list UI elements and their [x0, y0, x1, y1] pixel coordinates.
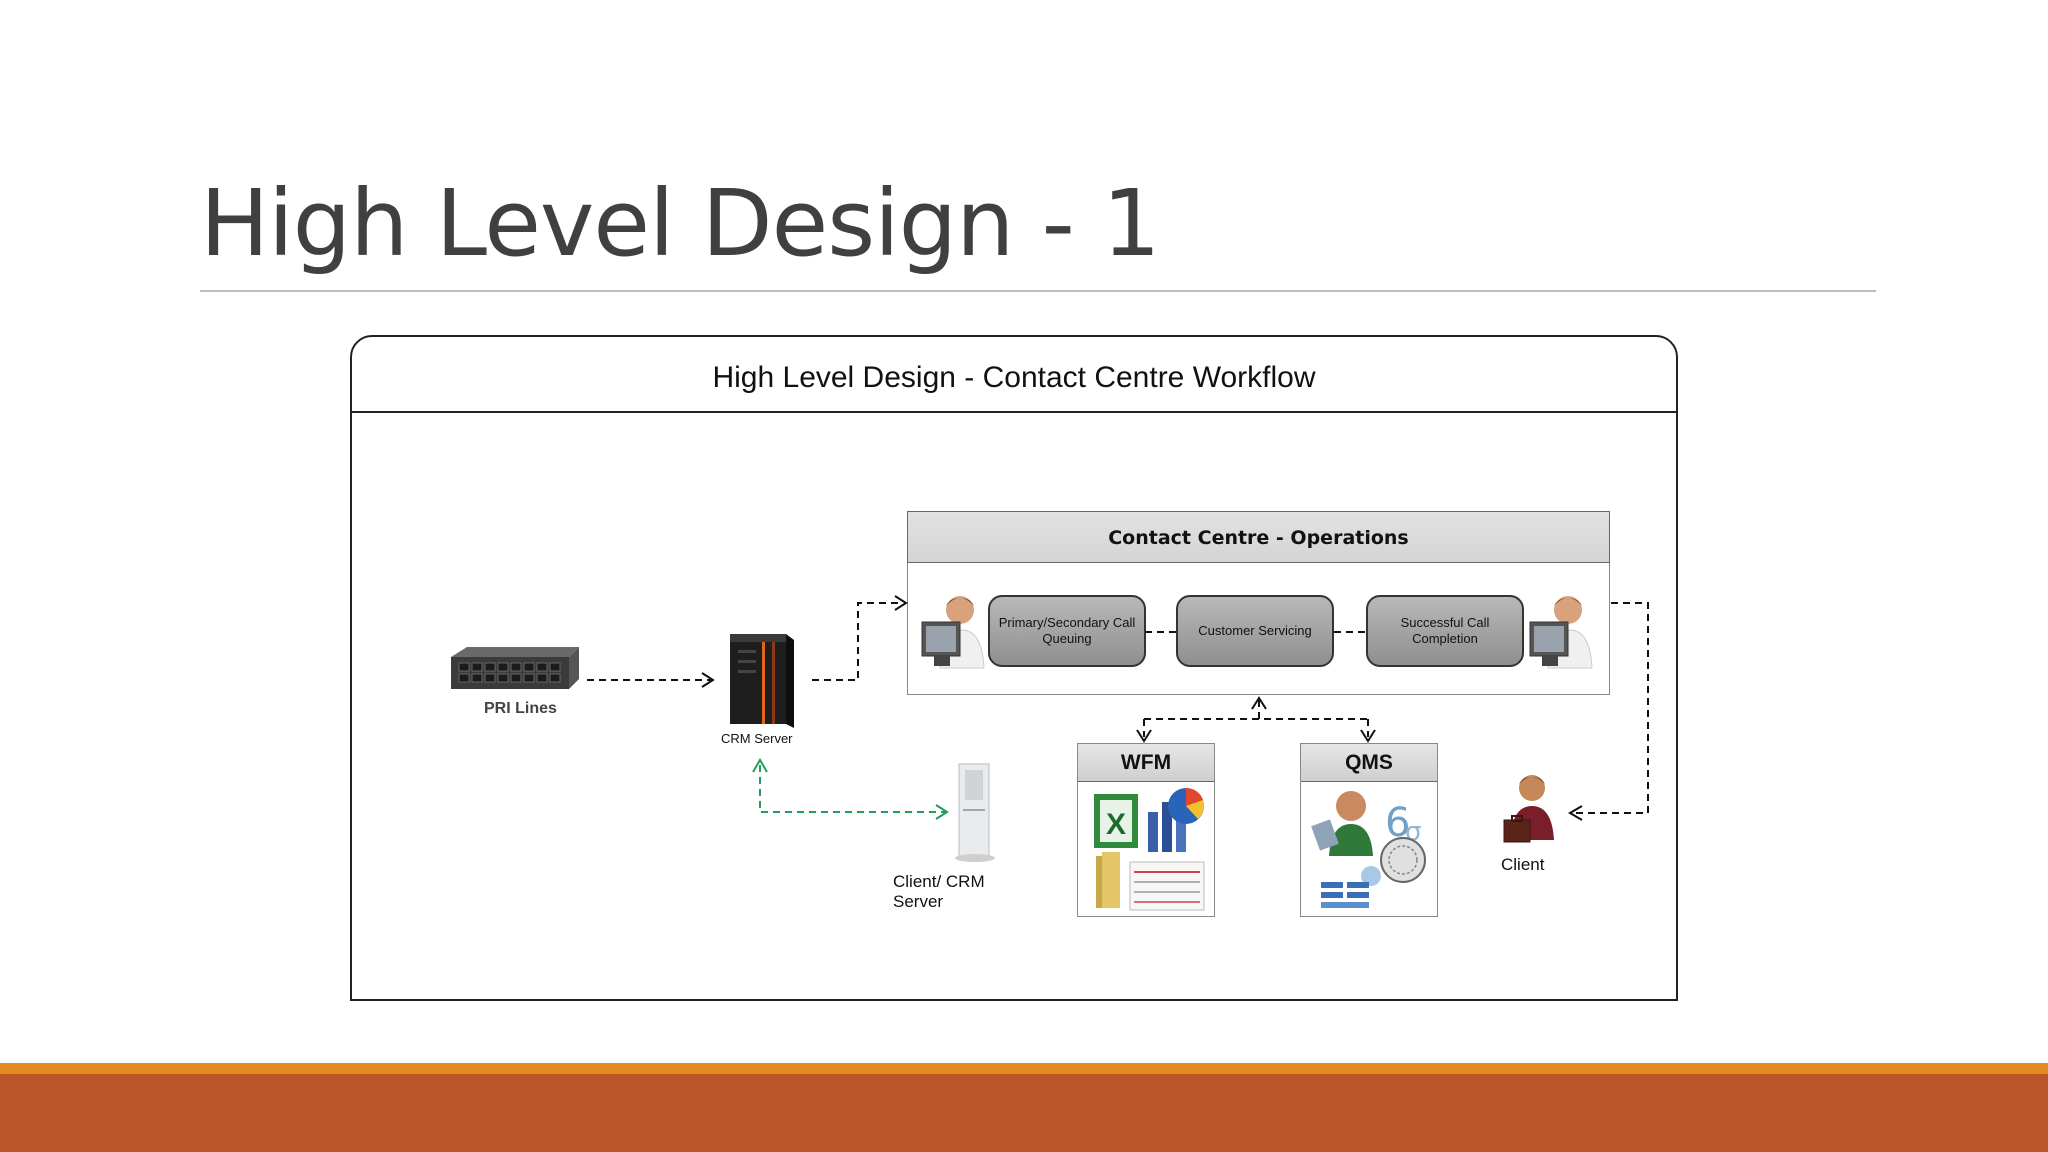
wfm-reports-icon: X: [1094, 788, 1205, 911]
footer-band: [0, 1074, 2048, 1152]
title-divider: [200, 290, 1876, 292]
client-crm-label-line1: Client/ CRM: [893, 872, 985, 891]
client-crm-server-icon: [955, 763, 995, 862]
qms-title: QMS: [1301, 744, 1437, 782]
step-customer-servicing: Customer Servicing: [1176, 595, 1334, 667]
crm-server-label: CRM Server: [721, 731, 793, 746]
slide-title: High Level Design - 1: [200, 170, 1161, 277]
svg-text:X: X: [1106, 808, 1126, 841]
client-crm-server-label: Client/ CRM Server: [893, 872, 985, 912]
wfm-title: WFM: [1078, 744, 1214, 782]
client-crm-label-line2: Server: [893, 892, 944, 911]
client-label: Client: [1501, 855, 1545, 874]
qms-box: QMS 6 σ: [1300, 743, 1438, 917]
operations-title: Contact Centre - Operations: [907, 511, 1610, 563]
step-call-completion: Successful Call Completion: [1366, 595, 1524, 667]
footer-accent-stripe: [0, 1063, 2048, 1074]
agent-left-icon: [921, 596, 985, 669]
agent-right-icon: [1529, 596, 1593, 669]
pri-lines-label: PRI Lines: [484, 700, 557, 717]
crm-server-icon: [730, 634, 794, 728]
pri-lines-icon: [451, 647, 579, 689]
step-call-queuing: Primary/Secondary Call Queuing: [988, 595, 1146, 667]
client-person-icon: [1503, 775, 1554, 843]
wfm-box: WFM X: [1077, 743, 1215, 917]
diagram-title: High Level Design - Contact Centre Workf…: [350, 335, 1678, 413]
qms-quality-icon: 6 σ: [1311, 791, 1426, 908]
